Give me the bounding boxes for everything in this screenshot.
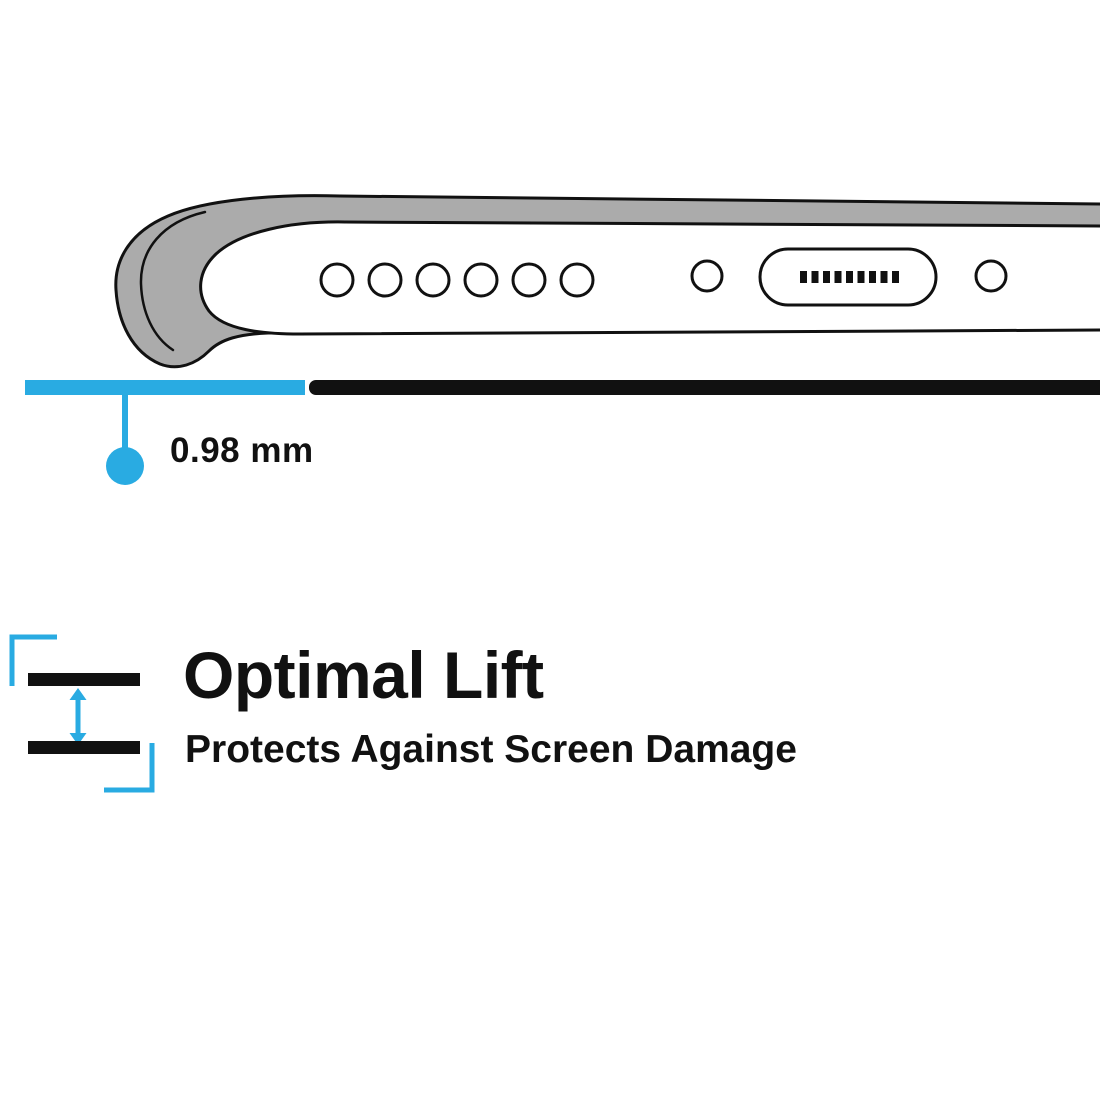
- charging-port-pins: [800, 271, 899, 283]
- measurement-pointer: [106, 393, 144, 485]
- screw-hole-left: [690, 259, 724, 293]
- speaker-hole: [319, 262, 355, 298]
- thickness-gauge: [25, 380, 1100, 485]
- speaker-hole: [367, 262, 403, 298]
- speaker-hole: [559, 262, 595, 298]
- screen-bar: [28, 673, 140, 686]
- bracket-top-left: [9, 634, 57, 686]
- charging-port: [758, 247, 938, 307]
- speaker-hole: [511, 262, 547, 298]
- phone-thickness-bar: [309, 380, 1100, 395]
- speaker-hole: [415, 262, 451, 298]
- screw-hole-right: [974, 259, 1008, 293]
- phone-case-illustration: [114, 194, 1100, 369]
- case-lip-thickness-bar: [25, 380, 305, 395]
- speaker-hole: [463, 262, 499, 298]
- gap-arrow: [69, 688, 87, 745]
- case-inner-wall-line: [139, 210, 207, 352]
- surface-bar: [28, 741, 140, 754]
- feature-title: Optimal Lift: [183, 638, 544, 712]
- lift-gap-icon: [9, 634, 155, 793]
- feature-subtitle: Protects Against Screen Damage: [185, 728, 797, 771]
- bracket-bottom-right: [104, 743, 155, 793]
- thickness-measurement-label: 0.98 mm: [170, 431, 314, 470]
- speaker-holes: [319, 262, 595, 298]
